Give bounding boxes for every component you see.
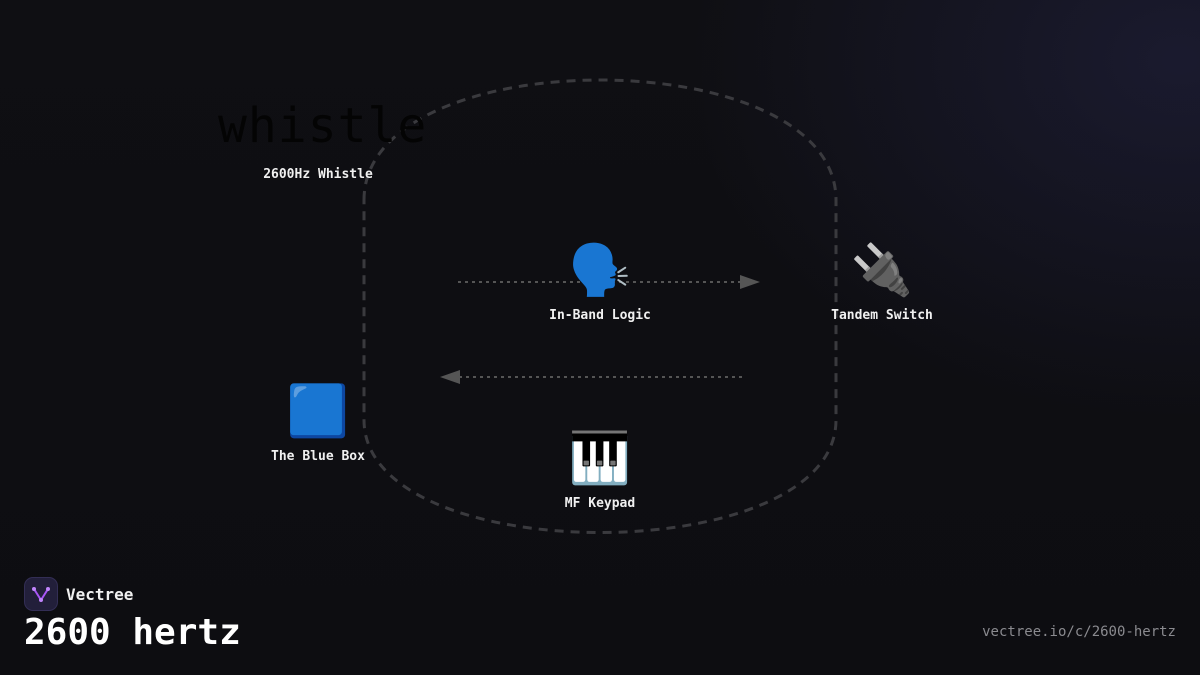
node-mf-keypad: 🎹 MF Keypad	[500, 430, 700, 511]
piano-keyboard-icon: 🎹	[568, 429, 632, 487]
source-url[interactable]: vectree.io/c/2600-hertz	[982, 624, 1176, 640]
node-the-blue-box: 🟦 The Blue Box	[218, 383, 418, 464]
node-label: Tandem Switch	[831, 308, 933, 323]
blue-square-icon: 🟦	[286, 382, 350, 440]
whistle-background-text: whistle	[218, 98, 428, 154]
node-label: In-Band Logic	[549, 308, 651, 323]
vectree-logo-icon	[24, 577, 58, 611]
brand: Vectree	[24, 577, 133, 611]
whistle-icon	[218, 101, 418, 157]
node-2600hz-whistle: 2600Hz Whistle	[218, 101, 418, 182]
electric-plug-icon: 🔌	[850, 241, 914, 299]
cycle-loop	[362, 78, 838, 534]
node-label: The Blue Box	[271, 449, 365, 464]
node-label: MF Keypad	[564, 496, 636, 511]
node-label: 2600Hz Whistle	[263, 167, 373, 182]
speaking-head-icon: 🗣️	[568, 241, 632, 299]
node-tandem-switch: 🔌 Tandem Switch	[782, 242, 982, 323]
page-title: 2600 hertz	[24, 612, 241, 653]
brand-name: Vectree	[66, 584, 134, 604]
node-in-band-logic: 🗣️ In-Band Logic	[500, 242, 700, 323]
